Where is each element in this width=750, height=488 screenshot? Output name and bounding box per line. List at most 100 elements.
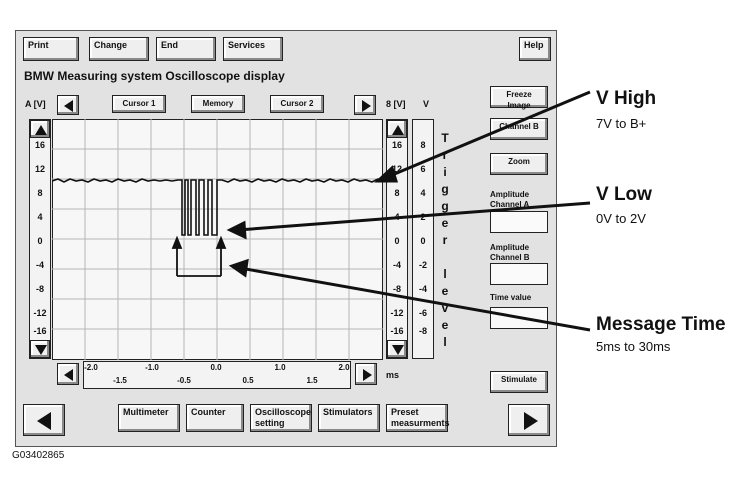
triangle-right-icon xyxy=(363,369,372,381)
message-time-title: Message Time xyxy=(596,314,726,335)
change-button[interactable]: Change xyxy=(89,37,149,61)
channel-b-button[interactable]: Channel B xyxy=(490,118,548,140)
trigger-tick: -2 xyxy=(418,260,427,270)
trigger-scale: 8 6 4 2 0 -2 -4 -6 -8 xyxy=(412,119,434,359)
channel-b-up-button[interactable] xyxy=(387,120,407,138)
print-button[interactable]: Print xyxy=(23,37,79,61)
triangle-left-icon xyxy=(37,412,51,430)
stimulators-button[interactable]: Stimulators xyxy=(318,404,380,432)
preset-measurements-button[interactable]: Preset measurments xyxy=(386,404,450,432)
channel-b-scale: 16 12 8 4 0 -4 -8 -12 -16 xyxy=(386,119,408,359)
memory-button[interactable]: Memory xyxy=(191,95,245,113)
amplitude-b-field[interactable] xyxy=(490,263,548,285)
cursor1-button[interactable]: Cursor 1 xyxy=(112,95,166,113)
cursor2-button[interactable]: Cursor 2 xyxy=(270,95,324,113)
channel-a-tick: -4 xyxy=(35,260,44,270)
amplitude-b-label: Amplitude Channel B xyxy=(490,243,530,262)
multimeter-button[interactable]: Multimeter xyxy=(118,404,180,432)
services-button[interactable]: Services xyxy=(223,37,283,61)
trigger-tick: 6 xyxy=(420,164,426,174)
trigger-level-letter: T xyxy=(441,131,449,145)
channel-b-tick: 12 xyxy=(391,164,402,174)
v-low-title: V Low xyxy=(596,184,652,205)
channel-a-tick: 8 xyxy=(37,188,43,198)
oscilloscope-plot xyxy=(52,119,383,360)
x-tick: 0.5 xyxy=(242,376,254,385)
amplitude-a-label: Amplitude Channel A xyxy=(490,190,530,209)
trigger-tick: 4 xyxy=(420,188,426,198)
channel-b-tick: -8 xyxy=(392,284,401,294)
channel-a-label: A [V] xyxy=(25,99,46,109)
page-title: BMW Measuring system Oscilloscope displa… xyxy=(24,69,285,83)
counter-button[interactable]: Counter xyxy=(186,404,244,432)
time-left-button[interactable] xyxy=(57,363,79,385)
channel-b-tick: 8 xyxy=(394,188,400,198)
triangle-up-icon xyxy=(392,125,404,135)
channel-b-tick: -16 xyxy=(390,326,404,336)
trigger-tick: 8 xyxy=(420,140,426,150)
channel-a-scale: 16 12 8 4 0 -4 -8 -12 -16 xyxy=(29,119,51,359)
trigger-level-letter: e xyxy=(441,318,449,332)
time-value-field[interactable] xyxy=(490,307,548,329)
triangle-right-icon xyxy=(524,412,538,430)
trigger-level-letter: l xyxy=(443,335,447,349)
x-tick: -2.0 xyxy=(84,363,98,372)
trigger-level-letter: e xyxy=(441,216,449,230)
page-right-button[interactable] xyxy=(508,404,550,436)
channel-a-down-button[interactable] xyxy=(30,340,50,358)
amplitude-a-field[interactable] xyxy=(490,211,548,233)
x-tick: -1.5 xyxy=(113,376,127,385)
triangle-down-icon xyxy=(392,345,404,355)
channel-b-tick: 16 xyxy=(391,140,402,150)
figure-code: G03402865 xyxy=(12,450,65,461)
x-tick: -0.5 xyxy=(177,376,191,385)
trigger-tick: -8 xyxy=(418,326,427,336)
oscilloscope-setting-button[interactable]: Oscilloscope setting xyxy=(250,404,312,432)
trigger-level-letter: g xyxy=(441,199,449,213)
time-unit-label: ms xyxy=(386,370,400,380)
channel-b-tick: -4 xyxy=(392,260,401,270)
message-time-range: 5ms to 30ms xyxy=(596,339,671,354)
triangle-left-icon xyxy=(64,100,73,112)
channel-b-label: 8 [V] xyxy=(386,99,406,109)
end-button[interactable]: End xyxy=(156,37,216,61)
page-left-button[interactable] xyxy=(23,404,65,436)
channel-a-tick: 12 xyxy=(34,164,45,174)
x-tick: 0.0 xyxy=(210,363,222,372)
v-low-range: 0V to 2V xyxy=(596,211,646,226)
channel-a-up-button[interactable] xyxy=(30,120,50,138)
channel-a-tick: 0 xyxy=(37,236,43,246)
freeze-image-button[interactable]: Freeze Image xyxy=(490,86,548,110)
stimulate-button[interactable]: Stimulate xyxy=(490,371,548,393)
time-axis: -2.0 -1.0 0.0 1.0 2.0 -1.5 -0.5 0.5 1.5 xyxy=(83,361,351,389)
trigger-level-letter: r xyxy=(442,233,448,247)
help-button[interactable]: Help xyxy=(519,37,551,61)
x-tick: 1.0 xyxy=(274,363,286,372)
x-tick: -1.0 xyxy=(145,363,159,372)
signal-trace xyxy=(52,178,383,236)
channel-b-down-button[interactable] xyxy=(387,340,407,358)
triangle-down-icon xyxy=(35,345,47,355)
time-value-label: Time value xyxy=(490,293,532,302)
grid xyxy=(52,119,383,360)
channel-a-tick: -16 xyxy=(33,326,47,336)
channel-a-tick: -12 xyxy=(33,308,47,318)
cursor-left-button[interactable] xyxy=(57,95,79,115)
channel-a-tick: 16 xyxy=(34,140,45,150)
x-tick: 2.0 xyxy=(338,363,350,372)
channel-a-tick: 4 xyxy=(37,212,43,222)
trigger-tick: 2 xyxy=(420,212,426,222)
cursor-right-button[interactable] xyxy=(354,95,376,115)
triangle-up-icon xyxy=(35,125,47,135)
channel-a-tick: -8 xyxy=(35,284,44,294)
trigger-tick: 0 xyxy=(420,236,426,246)
trigger-level-letter: e xyxy=(441,284,449,298)
trigger-level-letter: l xyxy=(443,267,447,281)
trigger-level-letter: g xyxy=(441,182,449,196)
trigger-level-letter: i xyxy=(443,165,447,179)
zoom-button[interactable]: Zoom xyxy=(490,153,548,175)
v-high-title: V High xyxy=(596,88,657,109)
trigger-tick: -6 xyxy=(418,308,427,318)
time-right-button[interactable] xyxy=(355,363,377,385)
